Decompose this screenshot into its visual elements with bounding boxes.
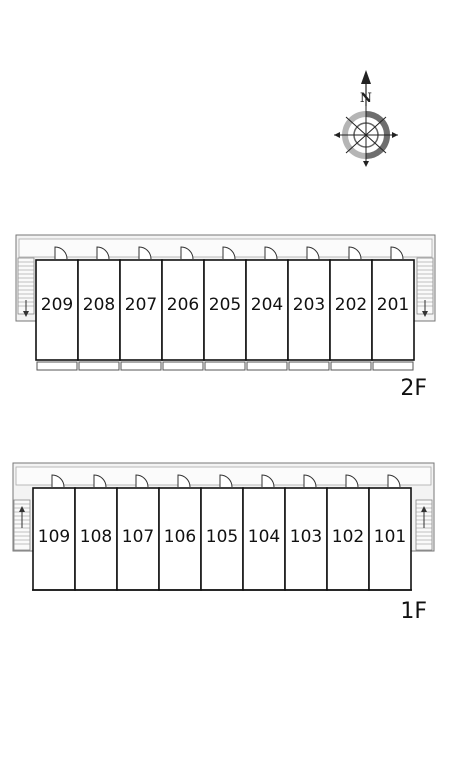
unit-108: 108 [74, 474, 118, 591]
unit-label: 109 [38, 527, 70, 547]
stair-right [415, 499, 433, 551]
unit-label: 207 [125, 295, 157, 315]
floor-label: 1F [400, 599, 427, 624]
unit-label: 103 [290, 527, 322, 547]
unit-209: 209 [35, 246, 79, 371]
compass-icon: N [334, 70, 398, 167]
unit-label: 204 [251, 295, 283, 315]
unit-205: 205 [203, 246, 247, 371]
unit-101: 101 [368, 474, 412, 591]
stair-left [13, 499, 31, 551]
floor-label: 2F [400, 376, 427, 401]
north-label: N [360, 91, 372, 106]
unit-204: 204 [245, 246, 289, 371]
unit-label: 206 [167, 295, 199, 315]
unit-label: 108 [80, 527, 112, 547]
unit-105: 105 [200, 474, 244, 591]
unit-label: 107 [122, 527, 154, 547]
floor-1f: 109 108 107 106 105 104 [12, 462, 435, 624]
unit-label: 102 [332, 527, 364, 547]
unit-label: 202 [335, 295, 367, 315]
unit-label: 105 [206, 527, 238, 547]
unit-label: 106 [164, 527, 196, 547]
unit-label: 101 [374, 527, 406, 547]
unit-109: 109 [32, 474, 76, 591]
unit-202: 202 [329, 246, 373, 371]
unit-102: 102 [326, 474, 370, 591]
unit-107: 107 [116, 474, 160, 591]
unit-label: 208 [83, 295, 115, 315]
unit-207: 207 [119, 246, 163, 371]
unit-104: 104 [242, 474, 286, 591]
unit-206: 206 [161, 246, 205, 371]
unit-106: 106 [158, 474, 202, 591]
unit-label: 104 [248, 527, 280, 547]
stair-left [17, 257, 35, 317]
unit-208: 208 [77, 246, 121, 371]
unit-label: 201 [377, 295, 409, 315]
unit-label: 203 [293, 295, 325, 315]
unit-103: 103 [284, 474, 328, 591]
unit-201: 201 [371, 246, 415, 371]
stair-right [416, 257, 434, 317]
unit-203: 203 [287, 246, 331, 371]
unit-label: 205 [209, 295, 241, 315]
unit-label: 209 [41, 295, 73, 315]
floor-2f: 209 208 207 206 205 [15, 234, 436, 401]
